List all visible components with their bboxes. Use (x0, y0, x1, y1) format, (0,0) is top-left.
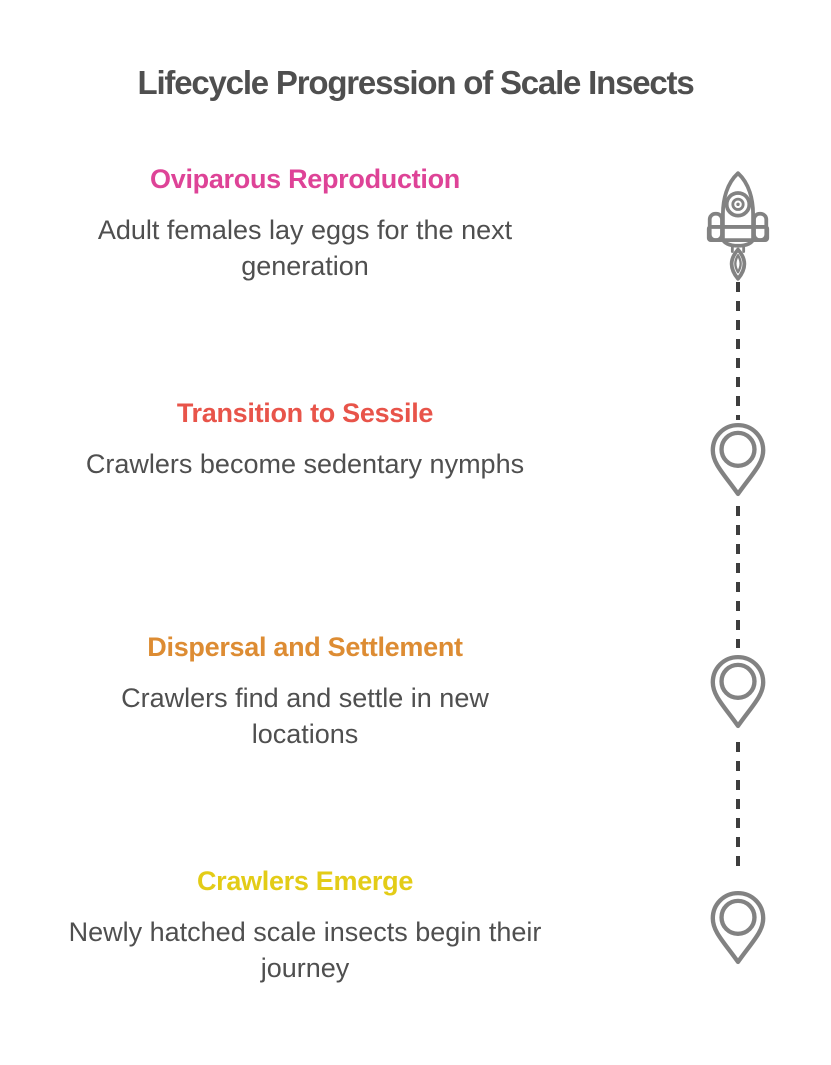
location-pin-icon (707, 888, 769, 973)
section-body-line: Adult females lay eggs for the next (97, 215, 513, 245)
page-title: Lifecycle Progression of Scale Insects (137, 64, 695, 101)
section-body-oviparous-reproduction: Adult females lay eggs for the next gene… (20, 212, 590, 284)
section-body-dispersal-and-settlement: Crawlers find and settle in new location… (20, 680, 590, 752)
location-pin-icon (707, 652, 769, 737)
section-heading-crawlers-emerge: Crawlers Emerge (196, 866, 414, 896)
rocket-icon (705, 170, 771, 287)
section-body-crawlers-emerge: Newly hatched scale insects begin their … (20, 914, 590, 986)
timeline-connector (736, 282, 740, 420)
timeline-connector (736, 506, 740, 648)
section-body-transition-to-sessile: Crawlers become sedentary nymphs (20, 446, 590, 482)
section-body-line: journey (260, 953, 350, 983)
section-body-line: Crawlers become sedentary nymphs (85, 449, 525, 479)
section-body-line: locations (251, 719, 359, 749)
timeline-connector (736, 742, 740, 872)
section-heading-dispersal-and-settlement: Dispersal and Settlement (147, 632, 463, 662)
section-heading-transition-to-sessile: Transition to Sessile (176, 398, 434, 428)
section-body-line: Newly hatched scale insects begin their (68, 917, 542, 947)
section-heading-oviparous-reproduction: Oviparous Reproduction (150, 164, 460, 194)
section-body-line: generation (241, 251, 369, 281)
location-pin-icon (707, 420, 769, 505)
section-body-line: Crawlers find and settle in new (121, 683, 489, 713)
